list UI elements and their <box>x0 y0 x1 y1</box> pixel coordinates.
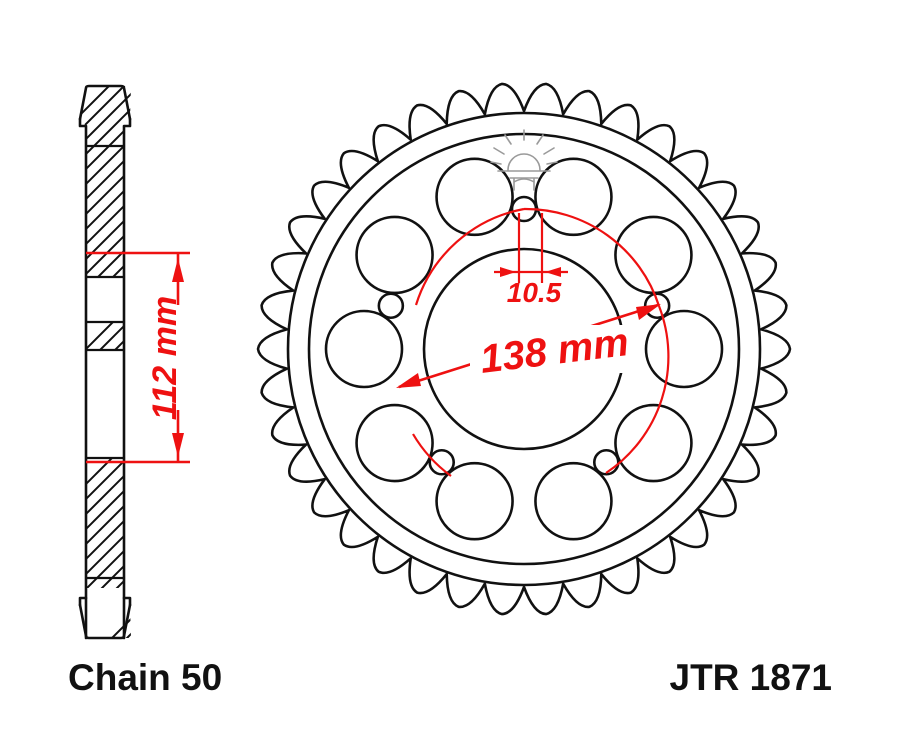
dimension-label-10-5: 10.5 <box>507 277 562 308</box>
tooth-root-circle <box>286 111 762 587</box>
sprocket-face-view <box>256 82 792 616</box>
lightening-hole <box>435 157 514 237</box>
bolt-hole <box>592 448 620 476</box>
arrow-head-right-138 <box>636 304 661 320</box>
side-profile-view <box>78 84 132 640</box>
side-view-left-edge <box>78 117 88 640</box>
sprocket-teeth-outline <box>256 82 792 616</box>
arrow-head-top-112 <box>172 258 184 282</box>
arrow-head-bottom-112 <box>172 433 184 457</box>
bolt-circle-arc-top-right <box>523 207 661 307</box>
lightening-hole <box>324 309 404 389</box>
bolt-circle-arc-right <box>605 305 670 474</box>
chain-label: Chain 50 <box>68 657 222 698</box>
lightening-hole <box>355 215 434 295</box>
bolt-circle-arc-left <box>414 207 525 306</box>
side-view-bottom-right-notch <box>122 596 132 607</box>
lightening-hole <box>355 403 434 483</box>
side-view-right-edge <box>122 117 132 640</box>
hatch-top-tooth <box>79 86 131 146</box>
dimension-138mm: 138 mm <box>396 207 670 477</box>
lightening-holes-group <box>324 157 724 541</box>
arrow-head-right-105 <box>545 267 561 277</box>
hatch-upper-body <box>86 146 124 277</box>
lightening-hole <box>534 461 613 541</box>
hatch-upper-shoulder <box>86 322 124 350</box>
lightening-hole <box>614 403 693 483</box>
bolt-hole <box>428 448 456 476</box>
dimension-10-5: 10.5 <box>494 213 568 308</box>
dimension-112mm: 112 mm <box>86 251 190 464</box>
lightening-hole <box>614 215 693 295</box>
arrow-head-left-105 <box>500 267 516 277</box>
side-view-bottom-left-notch <box>78 596 88 607</box>
side-view-bottom-tooth <box>78 603 132 640</box>
lightening-hole <box>435 461 514 541</box>
bolt-hole <box>643 292 671 320</box>
sunrise-logo-watermark <box>490 129 558 191</box>
label-backdrop-138 <box>470 325 625 373</box>
arrow-head-left-138 <box>396 373 421 388</box>
bolt-hole <box>377 292 405 320</box>
bolt-circle-arc-bottom <box>412 433 452 477</box>
lightening-hole <box>644 309 724 389</box>
part-number-label: JTR 1871 <box>670 657 833 698</box>
hatch-lower-body <box>86 458 124 588</box>
lightening-hole <box>534 157 613 237</box>
dimension-label-112mm: 112 mm <box>146 296 184 420</box>
